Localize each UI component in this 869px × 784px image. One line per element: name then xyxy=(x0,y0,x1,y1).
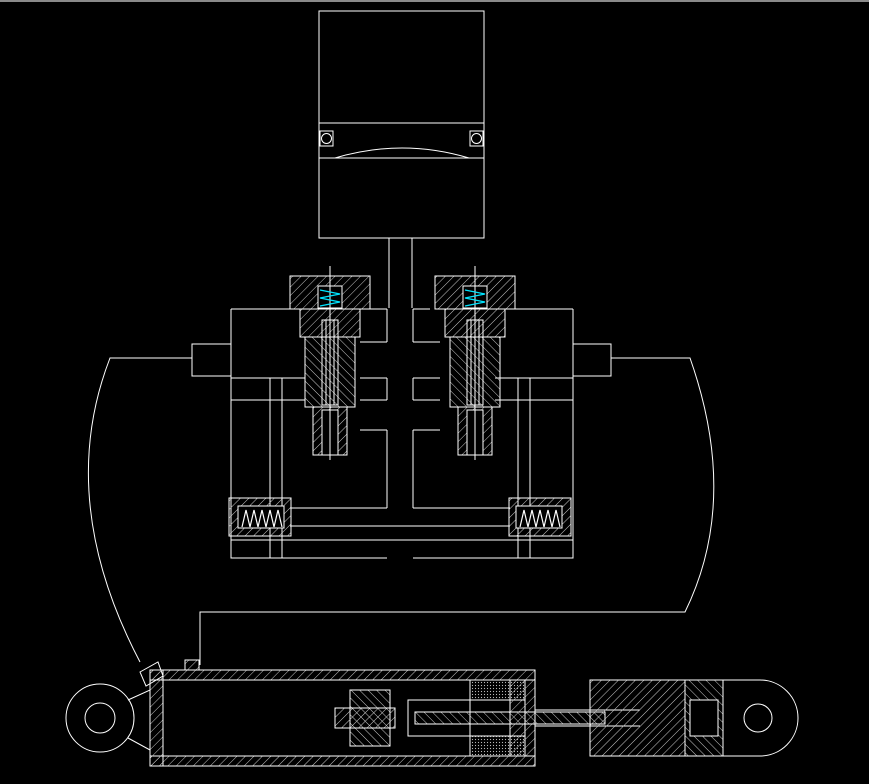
check-valve-left xyxy=(289,266,371,460)
spring-left-valve xyxy=(319,289,341,307)
spring-right-valve xyxy=(464,289,486,307)
damper-cylinder xyxy=(65,659,799,767)
oil-tank xyxy=(318,10,485,308)
relief-valve-right xyxy=(508,497,572,537)
window-top-border xyxy=(0,0,869,2)
spring-relief-left xyxy=(241,509,283,528)
spring-relief-right xyxy=(519,509,561,528)
check-valve-right xyxy=(434,266,516,460)
hydraulic-lines xyxy=(87,357,715,665)
